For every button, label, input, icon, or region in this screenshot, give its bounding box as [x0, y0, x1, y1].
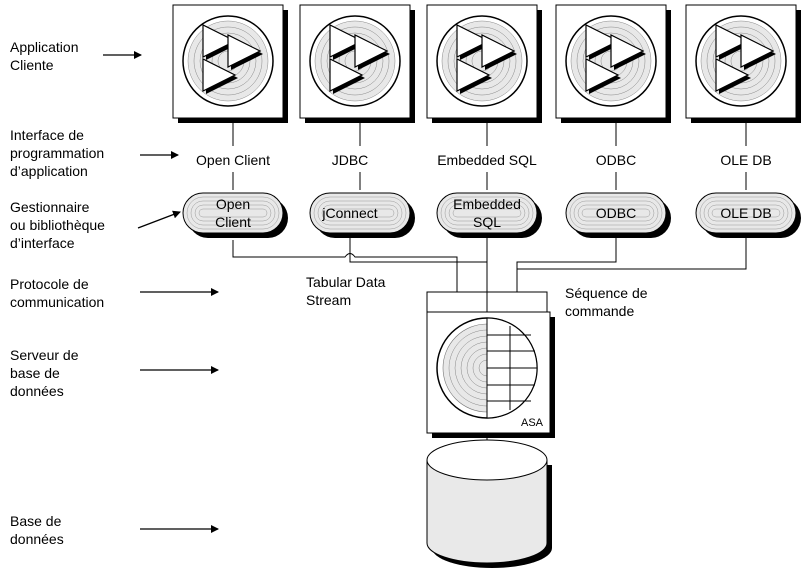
api-label-open-client: Open Client — [196, 152, 270, 168]
app-icon — [565, 15, 657, 107]
driver-open-client — [182, 192, 288, 238]
driver-label-odbc: ODBC — [595, 205, 637, 221]
app-icon — [182, 15, 274, 107]
connector-lines — [232, 118, 747, 190]
interface-drivers — [182, 192, 801, 238]
database-cylinder — [426, 439, 552, 568]
api-label-ole-db: OLE DB — [720, 152, 772, 168]
database-server — [426, 291, 555, 438]
client-app-odbc — [555, 4, 671, 123]
app-icon — [695, 15, 787, 107]
app-icon — [436, 15, 528, 107]
client-app-embedded-sql — [426, 4, 542, 123]
left-arrows — [103, 51, 219, 533]
driver-jdbc — [309, 192, 415, 238]
app-icon — [309, 15, 401, 107]
wire-odbc — [516, 235, 617, 292]
api-label-embedded-sql: Embedded SQL — [437, 152, 537, 168]
driver-odbc — [565, 192, 671, 238]
client-app-jdbc — [299, 4, 415, 123]
protocol-wiring — [232, 233, 747, 292]
client-app-ole-db — [685, 4, 801, 123]
driver-ole-db — [695, 192, 801, 238]
driver-label-ole-db: OLE DB — [720, 205, 772, 221]
client-applications — [172, 4, 801, 123]
arrow-interface-lib — [137, 210, 181, 229]
driver-label-jconnect: jConnect — [322, 205, 378, 221]
server-icon — [436, 317, 538, 419]
wire-ole-db — [517, 235, 747, 270]
server-name-label: ASA — [521, 417, 544, 429]
api-label-jdbc: JDBC — [331, 152, 369, 168]
client-app-open-client — [172, 4, 288, 123]
driver-embedded-sql — [436, 192, 542, 238]
wire-jconnect — [349, 233, 488, 292]
api-label-odbc: ODBC — [595, 152, 637, 168]
